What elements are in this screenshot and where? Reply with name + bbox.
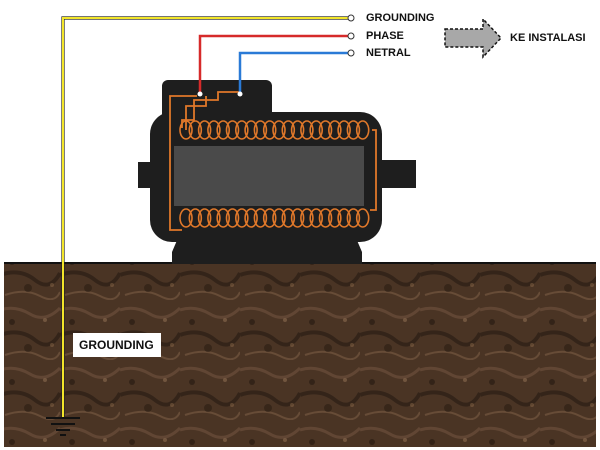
dashed-arrow-icon — [444, 17, 503, 59]
ground-wire — [62, 17, 350, 418]
phase-terminal — [197, 91, 203, 97]
stator-coil-bottom — [179, 208, 370, 228]
neutral-wire — [238, 51, 350, 92]
motor-core — [174, 146, 364, 206]
stator-coil-top — [179, 120, 370, 140]
legend-phase-label: PHASE — [366, 30, 404, 42]
soil-grounding-label: GROUNDING — [73, 333, 161, 357]
phase-terminal-circle — [347, 32, 355, 40]
neutral-terminal-circle — [347, 49, 355, 57]
legend-netral-label: NETRAL — [366, 47, 411, 59]
earth-ground-icon — [46, 417, 80, 436]
to-installation-label: KE INSTALASI — [510, 32, 586, 44]
electric-motor-icon — [138, 80, 416, 264]
ground-terminal-circle — [347, 14, 355, 22]
neutral-terminal — [237, 91, 243, 97]
phase-wire — [198, 34, 350, 92]
legend-grounding-label: GROUNDING — [366, 12, 435, 24]
